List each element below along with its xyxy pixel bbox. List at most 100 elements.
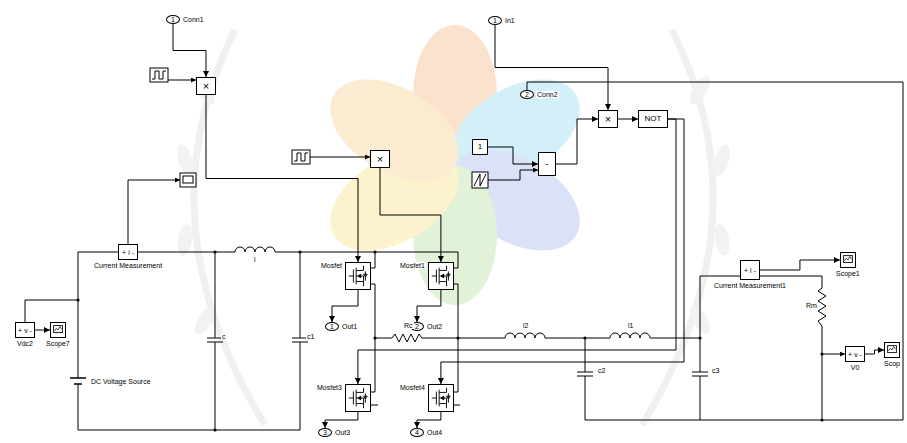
block-outline: -	[538, 152, 556, 176]
block-symbol: 2	[525, 91, 529, 98]
port-oval: 1	[166, 15, 180, 24]
signal-line	[760, 260, 840, 270]
scope-block: Scope7	[45, 322, 71, 347]
block-name: Out1	[341, 323, 358, 330]
watermark	[174, 25, 733, 425]
block-symbol: -	[546, 160, 549, 169]
mosfet-block: Mosfet	[320, 262, 371, 290]
signal-line	[380, 168, 441, 262]
block-symbol: ×	[605, 114, 611, 125]
block-symbol: 4	[415, 429, 419, 436]
port-oval: 2	[520, 90, 534, 99]
component-label: l2	[522, 322, 529, 329]
scope-symbol	[885, 343, 899, 357]
block-name: Mosfet3	[316, 384, 343, 391]
signal-line	[556, 119, 598, 164]
block-name: Conn1	[182, 16, 205, 23]
block-name: Mosfet1	[399, 262, 426, 269]
signal-line	[206, 95, 358, 262]
block-outline	[345, 384, 371, 412]
component-label: c3	[711, 367, 720, 374]
mosfet-symbol	[346, 263, 370, 289]
block-symbol: 1	[493, 17, 497, 24]
block-symbol: 1	[478, 143, 482, 151]
current-measurement: + i - Current Measurement1	[713, 260, 787, 289]
component-label: Rm	[805, 302, 818, 309]
signal-line	[358, 119, 676, 384]
block-outline	[884, 342, 900, 358]
relational-block: -	[538, 152, 556, 176]
block-outline	[345, 262, 371, 290]
signal-line	[332, 290, 358, 322]
block-name: Current Measurement1	[713, 282, 787, 289]
port-block: 2Out2	[410, 322, 443, 331]
constant-block: 1	[472, 139, 488, 155]
block-name: Out3	[334, 429, 351, 436]
block-name: Vdc2	[16, 340, 34, 347]
signal-line	[618, 119, 638, 120]
signal-line	[325, 412, 358, 428]
port-oval: 4	[410, 428, 424, 437]
scope-symbol	[841, 253, 855, 267]
block-symbol: + i -	[122, 249, 134, 256]
block-name: Out2	[426, 323, 443, 330]
scope-block: Scope1	[835, 252, 861, 277]
signal-line	[488, 147, 538, 164]
block-outline: + i -	[740, 260, 760, 280]
signal-line	[865, 350, 884, 354]
port-block: 1Out1	[325, 322, 358, 331]
port-block: 3Out3	[318, 428, 351, 437]
block-outline: NOT	[638, 110, 668, 128]
scope-block: Scop	[883, 342, 901, 367]
signal-line	[417, 412, 441, 428]
block-symbol: 1	[171, 16, 175, 23]
voltage-measurement: + v - Vdc2	[15, 322, 35, 347]
block-symbol: ×	[203, 81, 209, 92]
block-name: Scope7	[45, 340, 71, 347]
component-label: l	[253, 256, 257, 263]
block-name: Conn2	[536, 91, 559, 98]
component-label: DC Voltage Source	[90, 378, 152, 385]
voltage-measurement: + v - V0	[845, 346, 865, 371]
block-name: Mosfet	[320, 262, 343, 269]
block-outline	[428, 262, 454, 290]
block-outline: ×	[370, 150, 390, 168]
block-symbol: NOT	[645, 115, 662, 123]
logic-block: NOT	[638, 110, 668, 128]
wiring	[25, 68, 903, 432]
block-symbol: ×	[377, 154, 383, 165]
product-block: ×	[598, 110, 618, 128]
block-name: In1	[504, 17, 516, 24]
block-name: V0	[850, 364, 861, 371]
component-label: l1	[627, 322, 634, 329]
current-measurement: + i - Current Measurement	[93, 244, 163, 269]
block-name: Mosfet4	[399, 384, 426, 391]
scope-symbol	[51, 323, 65, 337]
component-label: c	[221, 333, 227, 340]
block-symbol: + v -	[18, 327, 32, 334]
block-outline	[428, 384, 454, 412]
block-name: Scop	[883, 360, 901, 367]
component-label: c2	[597, 367, 606, 374]
block-outline: + v -	[845, 346, 865, 362]
mosfet-symbol	[429, 385, 453, 411]
block-outline: ×	[598, 110, 618, 128]
port-block: 4Out4	[410, 428, 443, 437]
component-label: Rc	[403, 322, 414, 329]
port-block: 2 Conn2	[520, 90, 559, 99]
block-outline	[50, 322, 66, 338]
port-block: 1 In1	[488, 16, 516, 25]
block-name: Scope1	[835, 270, 861, 277]
signal-line	[495, 25, 608, 110]
mosfet-block: Mosfet3	[316, 384, 371, 412]
block-outline: ×	[196, 77, 216, 95]
port-oval: 1	[325, 322, 339, 331]
block-outline: 1	[472, 139, 488, 155]
port-oval: 1	[488, 16, 502, 25]
product-block: ×	[196, 77, 216, 95]
block-name: Current Measurement	[93, 262, 163, 269]
mosfet-block: Mosfet1	[399, 262, 454, 290]
mosfet-block: Mosfet4	[399, 384, 454, 412]
